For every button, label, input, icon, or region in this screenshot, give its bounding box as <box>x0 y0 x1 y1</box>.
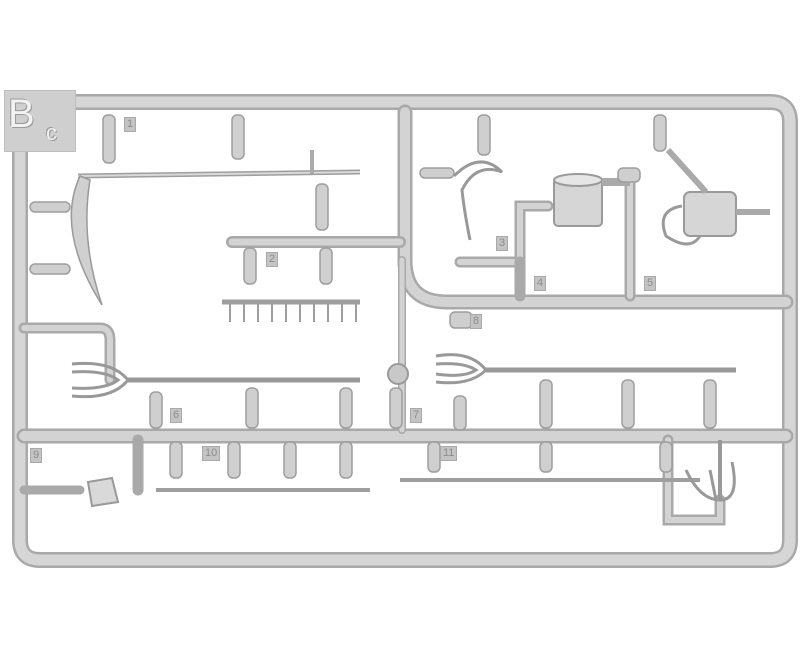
part-number-10: 10 <box>202 446 221 461</box>
bucket-part <box>553 173 630 227</box>
fork-bottom-right-part <box>684 440 736 502</box>
part-number-11: 11 <box>440 446 458 461</box>
sprue-sub-letter: c <box>46 120 57 145</box>
sieve-part <box>387 363 409 385</box>
part-number-8: 8 <box>470 314 483 329</box>
handles <box>156 478 700 492</box>
scythe-part <box>70 150 361 306</box>
part-number-6: 6 <box>170 408 183 423</box>
sprue-letter: B <box>8 92 35 136</box>
pitchfork-right-part <box>435 353 736 385</box>
pitchfork-left-part <box>71 361 360 399</box>
rake-part <box>222 299 360 322</box>
sickle-part <box>452 160 504 241</box>
runners <box>16 104 794 526</box>
part-number-3: 3 <box>496 236 509 251</box>
gate-posts <box>29 114 717 479</box>
part-number-7: 7 <box>410 408 423 423</box>
watering-can-part <box>661 147 770 246</box>
part-number-2: 2 <box>266 252 279 267</box>
shovel-part <box>86 476 120 508</box>
part-number-9: 9 <box>30 448 43 463</box>
part-number-1: 1 <box>124 117 137 132</box>
part-number-5: 5 <box>644 276 657 291</box>
sprue-tag <box>4 90 76 152</box>
part-number-4: 4 <box>534 276 547 291</box>
